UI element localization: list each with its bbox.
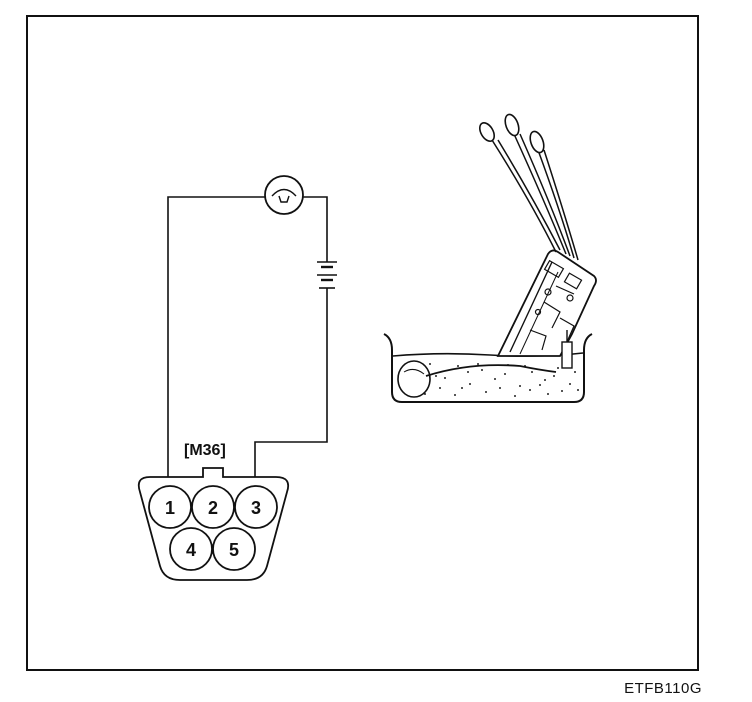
connector-pin: 1: [148, 485, 192, 529]
pin-label: 5: [229, 540, 239, 560]
wire-battery-to-pin3: [254, 288, 328, 482]
pin-label: 2: [208, 498, 218, 518]
pin-label: 1: [165, 498, 175, 518]
connector-label: [M36]: [184, 442, 226, 459]
wire-lamp-to-battery: [303, 196, 328, 262]
sender-lead-wires: [491, 133, 579, 261]
wire-lamp-to-pin1: [167, 196, 265, 483]
figure-code: ETFB110G: [624, 680, 702, 697]
connector-pin: 5: [212, 527, 256, 571]
connector-m36: [M36] 1 2 3 4 5: [137, 442, 290, 581]
pin-label: 4: [186, 540, 196, 560]
sender-resistor: [561, 341, 573, 369]
connector-pin: 3: [234, 485, 278, 529]
connector-pin: 2: [191, 485, 235, 529]
fuel-sender-unit-icon: [478, 113, 597, 369]
sender-terminals: [478, 113, 545, 154]
battery-icon: [317, 261, 337, 289]
figure-border: [26, 15, 699, 671]
pin-label: 3: [251, 498, 261, 518]
test-lamp-icon: [264, 175, 304, 215]
connector-pin: 4: [169, 527, 213, 571]
circuit-wiring: [167, 196, 328, 483]
